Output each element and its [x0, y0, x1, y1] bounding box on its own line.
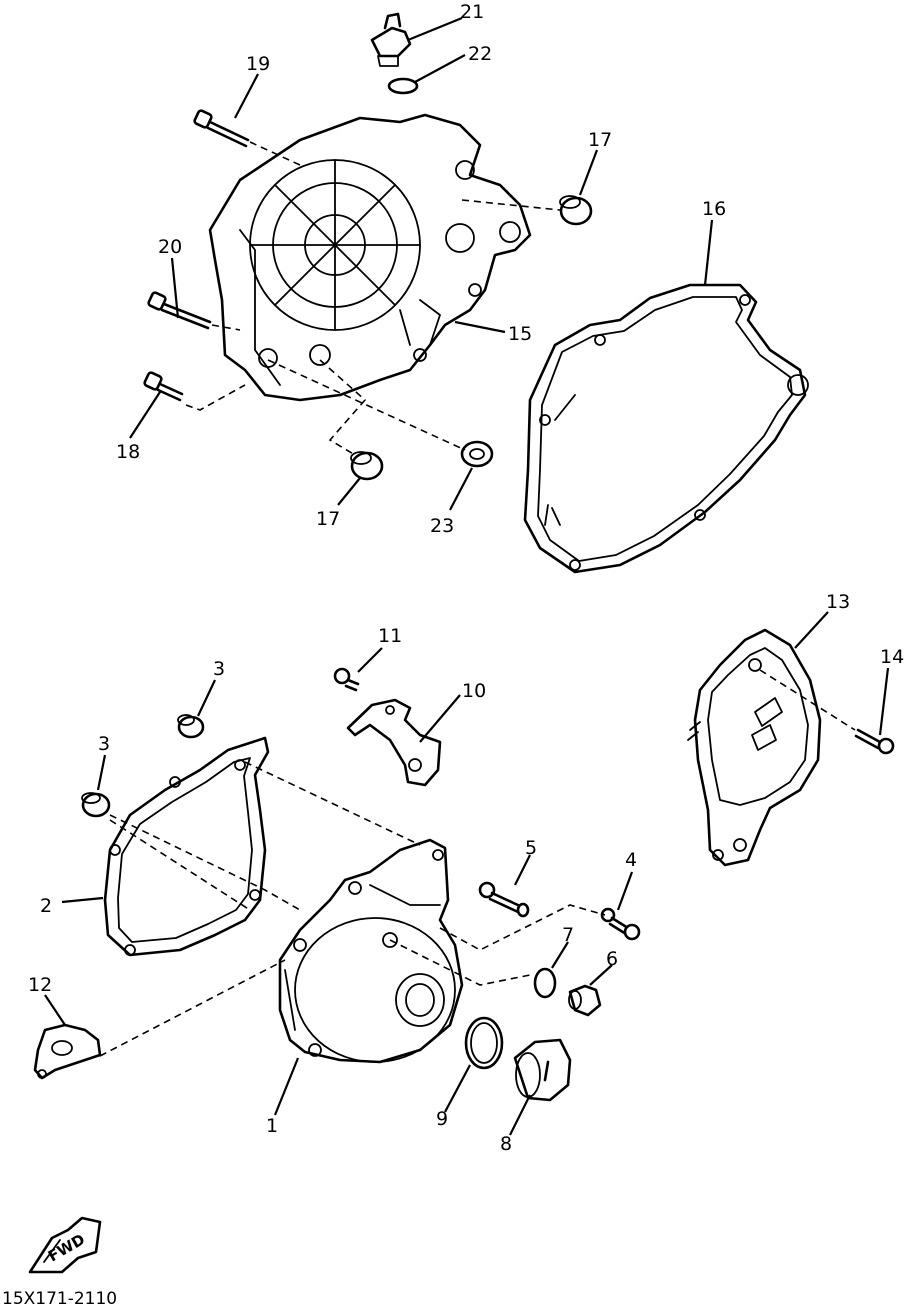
- holder-part-12: [33, 1023, 102, 1080]
- label-part-13: 13: [826, 591, 850, 613]
- assembly-lines-lower: [99, 669, 856, 1057]
- label-part-7: 7: [562, 924, 574, 946]
- label-part-11: 11: [378, 625, 402, 647]
- plug-part-8: [513, 1038, 572, 1102]
- o-ring-part-7: [533, 967, 557, 999]
- label-part-17-upper: 17: [588, 129, 612, 151]
- part-number-labels: 21 22 19 17 16 20 15 18 17 23 13 11 3 10…: [28, 1, 904, 1155]
- label-part-23: 23: [430, 515, 454, 537]
- dowel-pin-part-3-lower: [81, 792, 111, 818]
- fwd-arrow-badge: FWD: [28, 1216, 102, 1274]
- label-part-4: 4: [625, 849, 637, 871]
- gasket-part-2: [103, 736, 270, 957]
- bolt-part-4: [600, 907, 641, 941]
- label-part-2: 2: [40, 895, 52, 917]
- dowel-pin-part-17-upper: [559, 195, 593, 226]
- plug-part-6: [568, 984, 602, 1017]
- bolt-part-19: [193, 109, 250, 148]
- holder-part-10: [346, 698, 442, 787]
- label-part-8: 8: [500, 1133, 512, 1155]
- bolt-part-5: [478, 881, 530, 918]
- label-part-1: 1: [266, 1115, 278, 1137]
- gasket-part-16: [523, 283, 809, 574]
- label-part-19: 19: [246, 53, 270, 75]
- label-part-12: 12: [28, 974, 52, 996]
- o-ring-part-22: [387, 77, 419, 95]
- label-part-21: 21: [460, 1, 484, 23]
- sprocket-cover-part-13: [687, 628, 822, 867]
- label-part-16: 16: [702, 198, 726, 220]
- bolt-part-20: [147, 291, 212, 330]
- crankcase-cover-part-1: [278, 838, 464, 1064]
- label-part-22: 22: [468, 43, 492, 65]
- oil-filler-cap-part-21: [370, 12, 412, 67]
- bolt-part-14: [854, 728, 895, 755]
- label-part-18: 18: [116, 441, 140, 463]
- screw-part-11: [333, 667, 360, 692]
- label-part-15: 15: [508, 323, 532, 345]
- label-part-3-lower: 3: [98, 733, 110, 755]
- label-part-9: 9: [436, 1108, 448, 1130]
- bolt-part-18: [143, 371, 184, 402]
- label-part-10: 10: [462, 680, 486, 702]
- oil-seal-part-23: [460, 440, 494, 468]
- assembly-lines-upper: [185, 141, 561, 456]
- label-part-3-upper: 3: [213, 658, 225, 680]
- leader-lines: [44, 16, 890, 1136]
- o-ring-part-9: [464, 1016, 504, 1070]
- label-part-17-lower: 17: [316, 508, 340, 530]
- label-part-5: 5: [525, 837, 537, 859]
- diagram-code: 15X171-2110: [2, 1289, 117, 1309]
- label-part-6: 6: [606, 948, 618, 970]
- label-part-20: 20: [158, 236, 182, 258]
- crankcase-cover-part-15: [208, 113, 532, 402]
- dowel-pin-part-3-upper: [177, 714, 205, 739]
- dowel-pin-part-17-lower: [350, 451, 384, 481]
- label-part-14: 14: [880, 646, 904, 668]
